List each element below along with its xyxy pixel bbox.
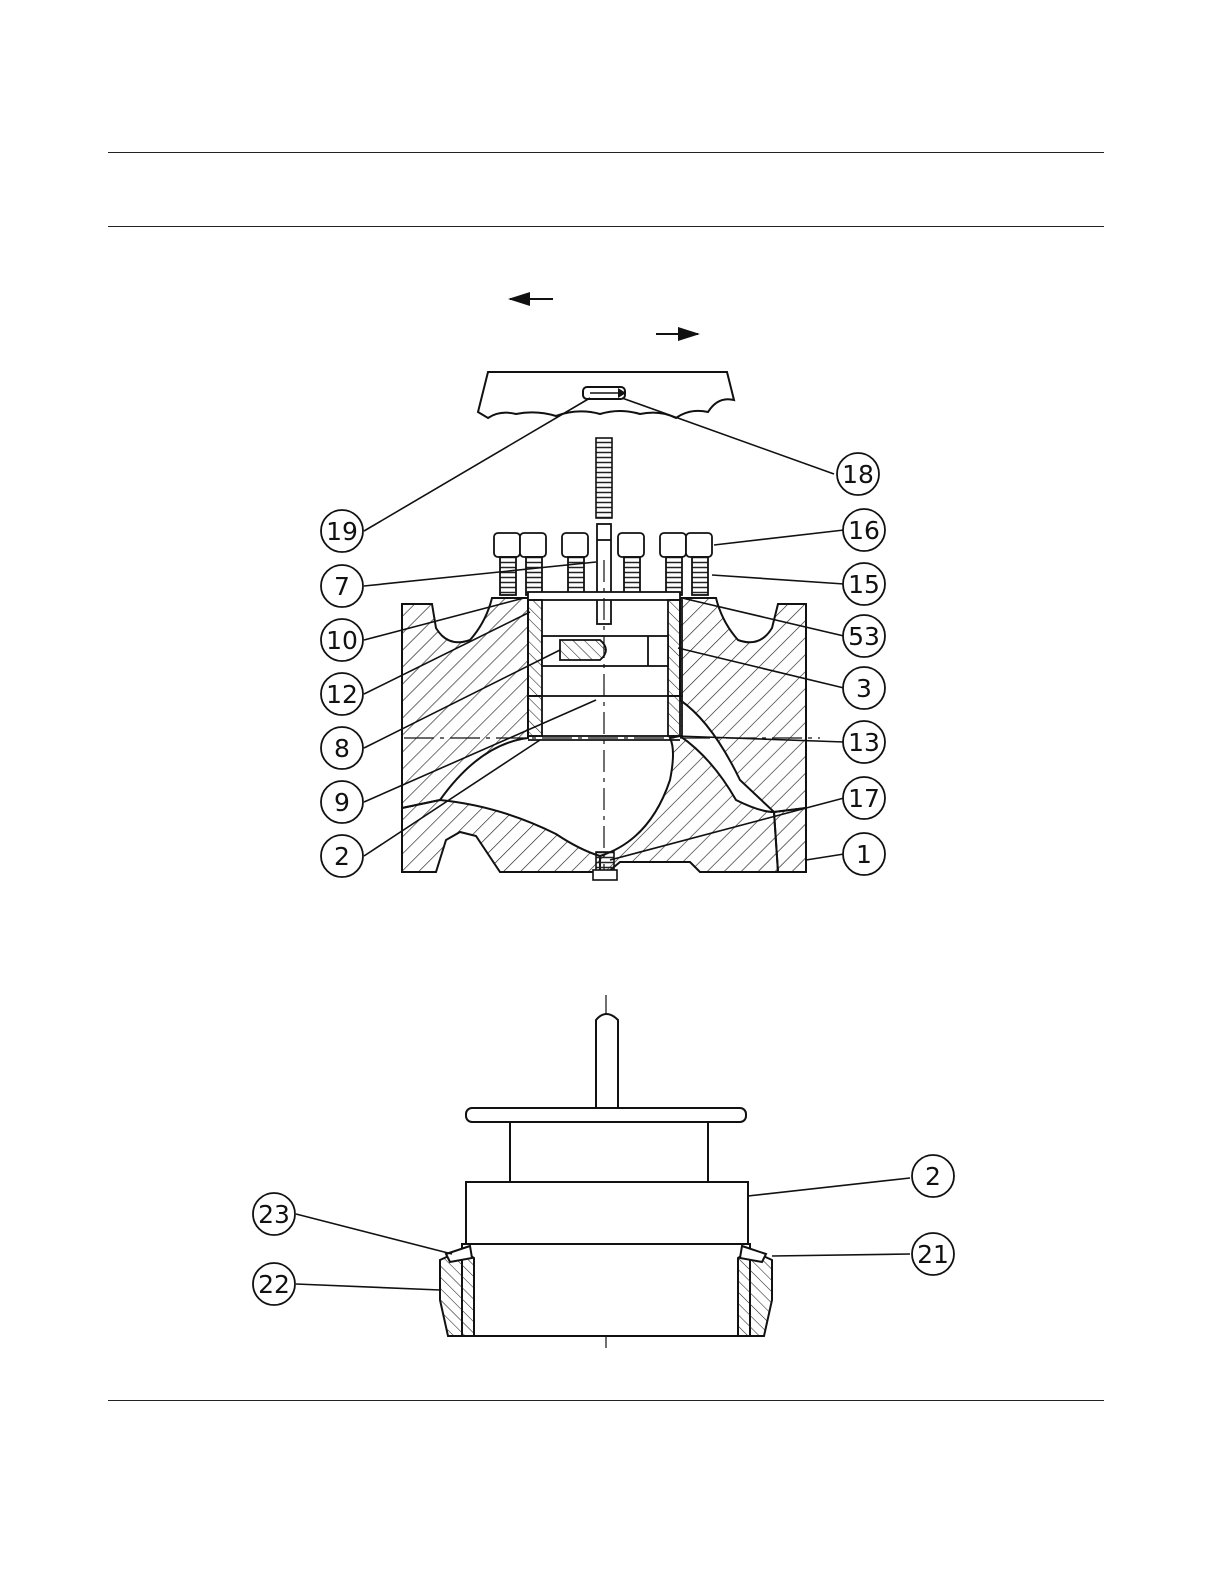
svg-text:22: 22 <box>258 1270 290 1299</box>
svg-text:10: 10 <box>326 626 358 655</box>
callout-15: 15 <box>843 563 885 605</box>
callout-18: 18 <box>837 453 879 495</box>
svg-text:12: 12 <box>326 680 358 709</box>
callout-19: 19 <box>321 510 363 552</box>
drain-plug <box>593 852 617 880</box>
callout-8: 8 <box>321 727 363 769</box>
svg-text:2: 2 <box>334 842 350 871</box>
callout-23: 23 <box>253 1193 295 1235</box>
callout-2-lower: 2 <box>912 1155 954 1197</box>
stem-thread <box>596 438 612 518</box>
svg-text:8: 8 <box>334 734 350 763</box>
svg-text:16: 16 <box>848 516 880 545</box>
flow-arrow-left <box>508 292 553 306</box>
seat-ring-lower <box>440 1244 772 1336</box>
flow-arrow-right <box>656 327 700 341</box>
callout-21: 21 <box>912 1233 954 1275</box>
plug-assembly <box>466 1014 748 1244</box>
actuator-yoke-fragment <box>478 372 734 418</box>
svg-text:23: 23 <box>258 1200 290 1229</box>
callout-53: 53 <box>843 615 885 657</box>
svg-text:19: 19 <box>326 517 358 546</box>
callout-7: 7 <box>321 565 363 607</box>
svg-text:3: 3 <box>856 674 872 703</box>
svg-text:2: 2 <box>925 1162 941 1191</box>
svg-text:1: 1 <box>856 840 872 869</box>
svg-text:17: 17 <box>848 784 880 813</box>
callout-16: 16 <box>843 509 885 551</box>
svg-text:21: 21 <box>917 1240 949 1269</box>
callout-13: 13 <box>843 721 885 763</box>
svg-text:13: 13 <box>848 728 880 757</box>
callout-17: 17 <box>843 777 885 819</box>
callout-2-upper: 2 <box>321 835 363 877</box>
svg-text:53: 53 <box>848 622 880 651</box>
svg-text:7: 7 <box>334 572 350 601</box>
callout-12: 12 <box>321 673 363 715</box>
svg-text:15: 15 <box>848 570 880 599</box>
callout-10: 10 <box>321 619 363 661</box>
svg-text:18: 18 <box>842 460 874 489</box>
callout-1: 1 <box>843 833 885 875</box>
callout-22: 22 <box>253 1263 295 1305</box>
callout-9: 9 <box>321 781 363 823</box>
svg-text:9: 9 <box>334 788 350 817</box>
callout-3: 3 <box>843 667 885 709</box>
